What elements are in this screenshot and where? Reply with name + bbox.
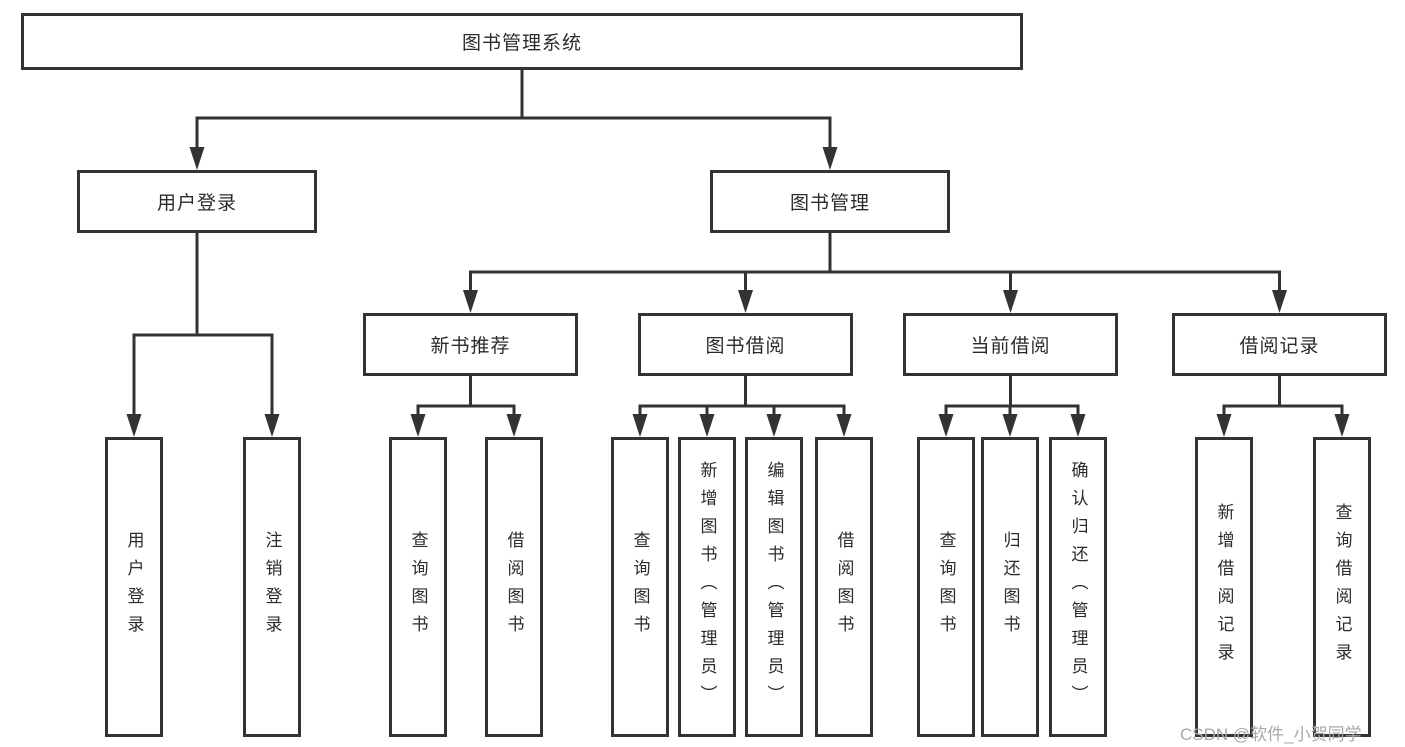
node-label: 图书借阅	[705, 336, 786, 357]
node-label: 注销登录	[262, 531, 282, 643]
node-label: 用户登录	[156, 193, 237, 214]
node-label: 编辑图书（管理员）	[764, 461, 784, 713]
node-library-management-system: 图书管理系统	[21, 13, 1023, 70]
node-label: 图书管理系统	[461, 33, 582, 54]
leaf-borrow-edit-books-admin: 编辑图书（管理员）	[745, 437, 803, 737]
leaf-logout: 注销登录	[243, 437, 301, 737]
node-label: 借阅图书	[834, 531, 854, 643]
node-label: 新增借阅记录	[1214, 503, 1234, 671]
node-label: 新书推荐	[430, 336, 511, 357]
node-user-login: 用户登录	[77, 170, 317, 233]
node-label: 确认归还（管理员）	[1068, 461, 1088, 713]
node-book-borrowing: 图书借阅	[638, 313, 853, 376]
leaf-current-return-books: 归还图书	[981, 437, 1039, 737]
leaf-records-query-record: 查询借阅记录	[1313, 437, 1371, 737]
node-label: 查询借阅记录	[1332, 503, 1352, 671]
node-label: 归还图书	[1000, 531, 1020, 643]
leaf-current-confirm-return-admin: 确认归还（管理员）	[1049, 437, 1107, 737]
leaf-newbook-query-books: 查询图书	[389, 437, 447, 737]
node-label: 借阅图书	[504, 531, 524, 643]
node-new-book-recommendation: 新书推荐	[363, 313, 578, 376]
node-label: 新增图书（管理员）	[697, 461, 717, 713]
node-label: 查询图书	[408, 531, 428, 643]
node-label: 图书管理	[789, 193, 870, 214]
csdn-watermark: CSDN @软件_小贺同学	[1180, 725, 1362, 744]
node-borrowing-records: 借阅记录	[1172, 313, 1387, 376]
node-current-borrowing: 当前借阅	[903, 313, 1118, 376]
leaf-records-add-record: 新增借阅记录	[1195, 437, 1253, 737]
leaf-borrow-borrow-books: 借阅图书	[815, 437, 873, 737]
node-label: 借阅记录	[1239, 336, 1320, 357]
node-label: 当前借阅	[970, 336, 1051, 357]
node-label: 用户登录	[124, 531, 144, 643]
node-book-management: 图书管理	[710, 170, 950, 233]
leaf-user-login: 用户登录	[105, 437, 163, 737]
leaf-current-query-books: 查询图书	[917, 437, 975, 737]
leaf-borrow-add-books-admin: 新增图书（管理员）	[678, 437, 736, 737]
node-label: 查询图书	[630, 531, 650, 643]
leaf-borrow-query-books: 查询图书	[611, 437, 669, 737]
node-label: 查询图书	[936, 531, 956, 643]
leaf-newbook-borrow-books: 借阅图书	[485, 437, 543, 737]
arrowheads	[126, 147, 1350, 437]
